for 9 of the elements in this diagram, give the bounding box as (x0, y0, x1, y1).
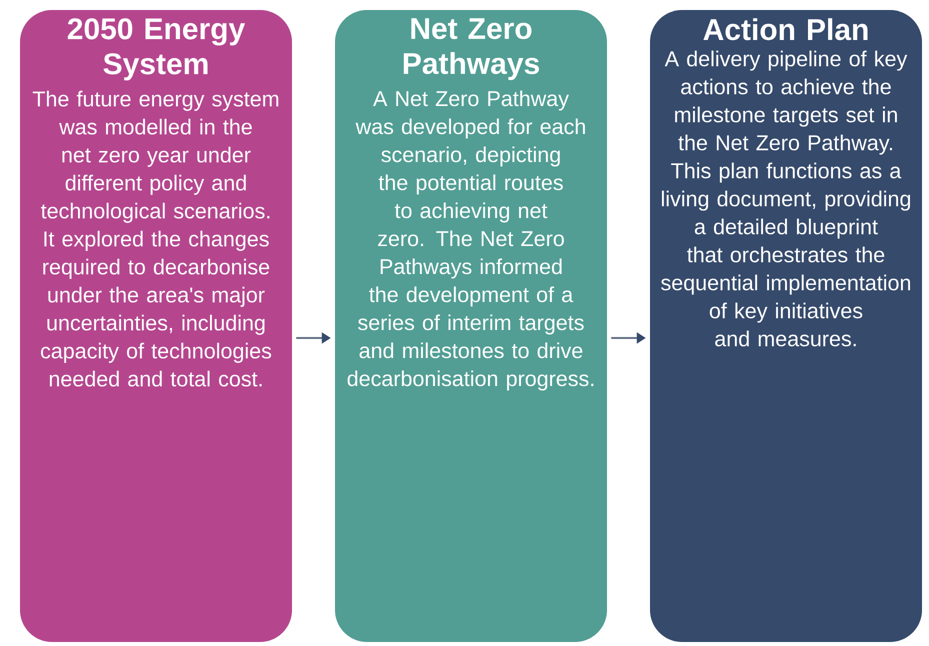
card-description: The future energy system was modelled in the net zero year under different policy and technological scenarios. It explored the changes required to decarbonise under the area's major uncertainties, including capacity of technologies needed and total cost. (32, 90, 278, 387)
card-description: A delivery pipeline of key actions to achieve the milestone targets set in the Net Zero Pathway. This plan functions as a living document, providing a detailed blueprint that orchestrates the sequential implementation of key initiatives and measures. (661, 50, 910, 346)
card-description: A Net Zero Pathway was developed for each scenario, depicting the potential routes to achieving net zero. The Net Zero Pathways informed the development of a series of interim targets and milestones to drive decarbonisation progress. (348, 90, 594, 391)
stage-card (335, 10, 607, 642)
stage-card (650, 10, 922, 642)
card-title: Action Plan (703, 18, 868, 40)
card-title: 2050 Energy System (68, 18, 246, 80)
card-title: Net Zero Pathways (404, 18, 539, 80)
stage-card (20, 10, 292, 642)
